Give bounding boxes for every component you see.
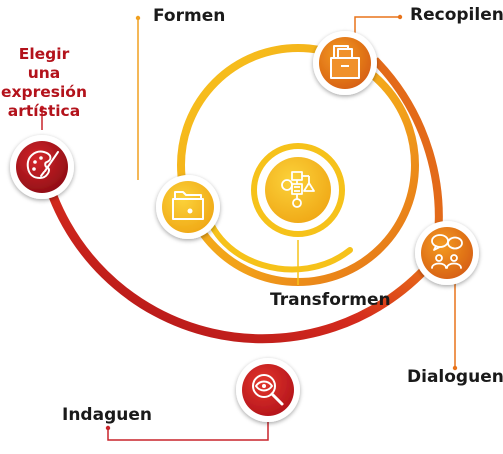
magnifier-eye-icon [252,374,284,406]
label-elegir: Elegir una expresión artística [0,45,88,121]
node-elegir[interactable] [10,135,74,199]
node-formen[interactable] [156,175,220,239]
label-formen: Formen [153,6,226,26]
label-elegir-line3: artística [7,102,81,120]
inner-ring [251,143,345,237]
label-elegir-line1: Elegir una [18,45,70,82]
outer-ring [39,163,440,344]
label-recopilen: Recopilen [410,5,503,25]
label-transformen: Transformen [270,290,391,310]
label-dialoguen: Dialoguen [407,367,503,387]
flowchart-icon [281,171,315,208]
label-indaguen: Indaguen [62,405,152,425]
people-chat-icon [431,234,463,269]
file-box-icon [330,45,360,79]
palette-brush-icon [26,150,59,179]
label-elegir-line2: expresión [1,83,87,101]
folder-icon [172,191,204,220]
node-transformen[interactable] [265,157,331,223]
node-dialoguen[interactable] [415,221,479,285]
